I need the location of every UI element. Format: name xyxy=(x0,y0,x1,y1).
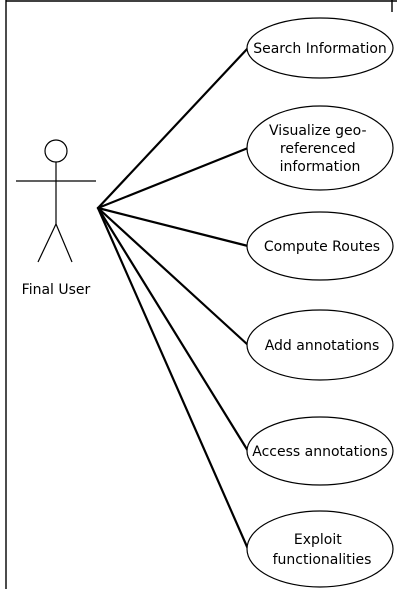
use-case-add-annotations-shape xyxy=(246,309,394,381)
use-case-routes-shape xyxy=(246,211,394,281)
use-case-line: referenced xyxy=(280,141,356,157)
associations xyxy=(96,46,250,551)
use-case-search-shape xyxy=(246,17,394,79)
association-search xyxy=(96,46,250,210)
use-case-exploit-label: Exploit functionalities xyxy=(273,532,372,568)
actor-head xyxy=(44,139,68,163)
use-case-access-annotations-shape xyxy=(246,416,394,486)
use-case-line: Compute Routes xyxy=(264,239,380,255)
use-case-line: information xyxy=(280,159,361,175)
use-case-visualize-shape xyxy=(246,105,394,191)
use-case-add-annotations-label: Add annotations xyxy=(265,338,380,354)
actor-label: Final User xyxy=(22,282,91,298)
use-case-exploit[interactable]: Exploit functionalities xyxy=(246,510,394,588)
actor-right-leg xyxy=(55,223,73,263)
use-cases: Search Information Visualize geo- refere… xyxy=(246,17,394,588)
association-routes xyxy=(96,206,250,248)
association-add-annotations xyxy=(96,206,250,347)
use-case-line: Add annotations xyxy=(265,338,380,354)
use-case-routes[interactable]: Compute Routes xyxy=(246,211,394,281)
association-exploit xyxy=(96,206,250,551)
use-case-line: functionalities xyxy=(273,552,372,568)
use-case-access-annotations-label: Access annotations xyxy=(252,444,387,460)
association-access-annotations xyxy=(96,206,250,453)
use-case-exploit-shape xyxy=(246,510,394,588)
use-case-access-annotations[interactable]: Access annotations xyxy=(246,416,394,486)
use-case-routes-label: Compute Routes xyxy=(264,239,380,255)
actor-final-user: Final User xyxy=(16,139,96,298)
use-case-line: Exploit xyxy=(294,532,342,548)
use-case-search-label: Search Information xyxy=(253,41,387,57)
use-case-line: Access annotations xyxy=(252,444,387,460)
association-visualize xyxy=(96,146,250,210)
use-case-add-annotations[interactable]: Add annotations xyxy=(246,309,394,381)
use-case-search[interactable]: Search Information xyxy=(246,17,394,79)
actor-left-leg xyxy=(37,223,57,263)
use-case-line: Visualize geo- xyxy=(269,123,366,139)
use-case-visualize[interactable]: Visualize geo- referenced information xyxy=(246,105,394,191)
use-case-line: Search Information xyxy=(253,41,387,57)
use-case-visualize-label: Visualize geo- referenced information xyxy=(269,123,371,175)
